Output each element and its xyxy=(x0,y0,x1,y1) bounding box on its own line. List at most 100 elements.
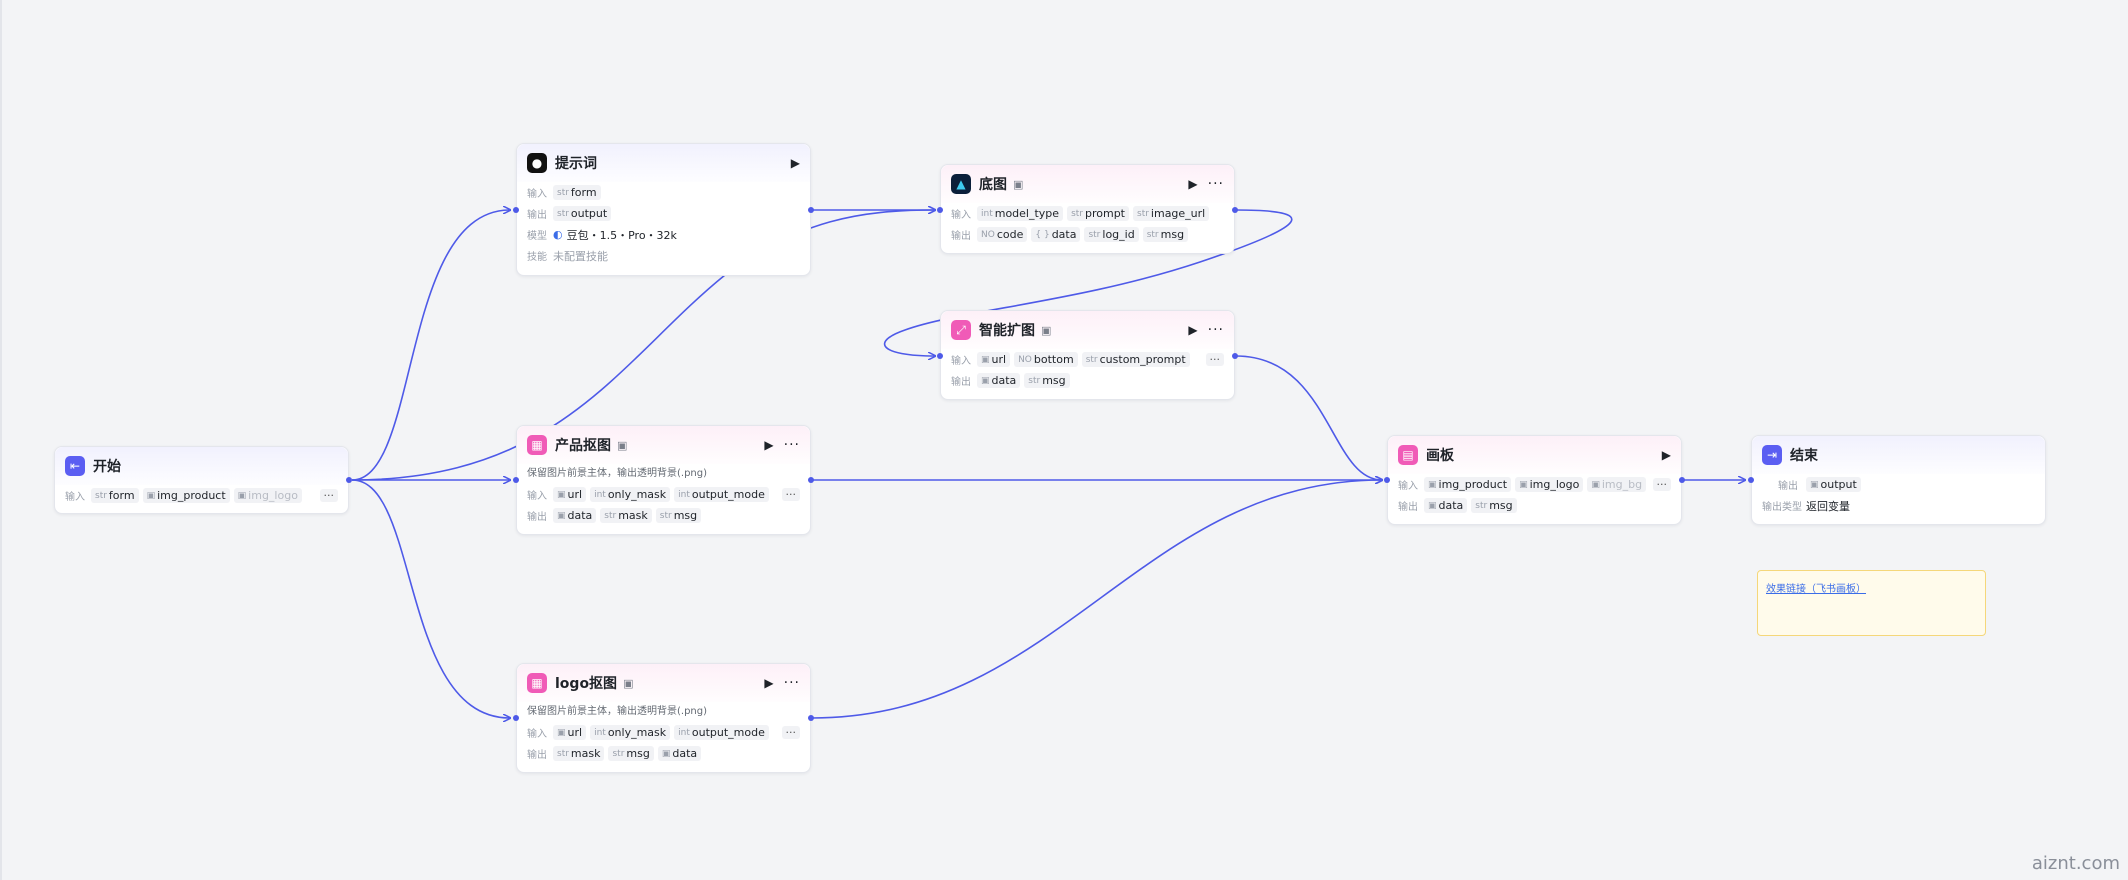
cutout-icon: ▦ xyxy=(527,435,547,455)
image-type-icon: ▣ xyxy=(661,748,671,759)
var-name: msg xyxy=(626,747,650,760)
base-input-handle[interactable] xyxy=(937,207,943,213)
canvas-node-header[interactable]: ▤ 画板 ▶ xyxy=(1388,436,1681,474)
run-node-button[interactable]: ▶ xyxy=(1188,177,1198,191)
image-type-icon: ▣ xyxy=(1428,479,1437,490)
end-title: 结束 xyxy=(1790,448,1818,464)
type-tag: int xyxy=(678,727,690,738)
input-label: 输入 xyxy=(1398,481,1418,492)
base-title: 底图 xyxy=(979,177,1007,193)
type-tag: str xyxy=(557,187,569,198)
var-name: url xyxy=(991,353,1007,366)
type-tag: str xyxy=(1475,500,1488,511)
output-chip: ▣data xyxy=(553,508,597,523)
var-name: msg xyxy=(1042,374,1066,387)
type-tag: int xyxy=(594,489,606,500)
expand-node-header[interactable]: ⤢ 智能扩图 ▣ ▶ ··· xyxy=(941,311,1234,349)
skill-value: 未配置技能 xyxy=(553,249,608,263)
run-node-button[interactable]: ▶ xyxy=(1661,448,1671,462)
output-label: 输出 xyxy=(951,231,971,242)
plugin-icon: ▣ xyxy=(617,438,628,452)
product-title: 产品抠图 xyxy=(555,438,611,454)
run-node-button[interactable]: ▶ xyxy=(790,156,800,170)
note-card[interactable]: 效果链接（飞书画板） xyxy=(1757,570,1986,636)
var-name: log_id xyxy=(1102,228,1135,241)
more-params-button[interactable]: ··· xyxy=(1205,353,1224,366)
output-chip: ▣data xyxy=(1424,498,1468,513)
node-more-button[interactable]: ··· xyxy=(1207,322,1224,338)
image-type-icon: ▣ xyxy=(1810,479,1819,490)
logo-output-handle[interactable] xyxy=(808,715,814,721)
canvas-output-handle[interactable] xyxy=(1679,477,1685,483)
prompt-input-handle[interactable] xyxy=(513,207,519,213)
output-label: 输出 xyxy=(951,377,971,388)
expand-input-handle[interactable] xyxy=(937,353,943,359)
doubao-icon: ● xyxy=(527,153,547,173)
expand-title: 智能扩图 xyxy=(979,323,1035,339)
run-node-button[interactable]: ▶ xyxy=(1188,323,1198,337)
type-tag: str xyxy=(659,510,672,521)
canvas-input-handle[interactable] xyxy=(1384,477,1390,483)
start-icon: ⇤ xyxy=(65,456,85,476)
effect-link[interactable]: 效果链接（飞书画板） xyxy=(1766,584,1866,595)
canvas-board-node[interactable]: ▤ 画板 ▶ 输入 ▣img_product ▣img_logo ▣img_bg… xyxy=(1387,435,1682,525)
type-tag: str xyxy=(1146,229,1159,240)
plugin-icon: ▣ xyxy=(623,676,634,690)
end-node-header[interactable]: ⇥ 结束 xyxy=(1752,436,2045,474)
node-more-button[interactable]: ··· xyxy=(783,437,800,453)
more-params-button[interactable]: ··· xyxy=(781,726,800,739)
product-input-handle[interactable] xyxy=(513,477,519,483)
more-params-button[interactable]: ··· xyxy=(781,488,800,501)
type-tag: str xyxy=(612,748,625,759)
node-more-button[interactable]: ··· xyxy=(783,675,800,691)
image-type-icon: ▣ xyxy=(146,490,156,501)
input-chip: ▣url xyxy=(553,725,587,740)
product-cutout-node[interactable]: ▦ 产品抠图 ▣ ▶ ··· 保留图片前景主体，输出透明背景(.png) 输入 … xyxy=(516,425,811,535)
logo-node-header[interactable]: ▦ logo抠图 ▣ ▶ ··· xyxy=(517,664,810,702)
more-params-button[interactable]: ··· xyxy=(1652,478,1671,491)
input-chip: ▣img_bg xyxy=(1587,477,1647,492)
var-name: data xyxy=(1438,499,1464,512)
prompt-title: 提示词 xyxy=(555,156,597,172)
node-more-button[interactable]: ··· xyxy=(1207,176,1224,192)
base-node-header[interactable]: ▲ 底图 ▣ ▶ ··· xyxy=(941,165,1234,203)
prompt-model-row: 模型 ◐ 豆包・1.5・Pro・32k xyxy=(517,224,810,245)
var-name: mask xyxy=(618,509,648,522)
edge-start-logo xyxy=(351,479,510,718)
start-output-handle[interactable] xyxy=(346,477,352,483)
end-input-handle[interactable] xyxy=(1748,477,1754,483)
var-name: code xyxy=(996,228,1024,241)
product-output-handle[interactable] xyxy=(808,477,814,483)
input-chip: ▣url xyxy=(977,352,1011,367)
more-params-button[interactable]: ··· xyxy=(319,489,338,502)
prompt-node-header[interactable]: ● 提示词 ▶ xyxy=(517,144,810,182)
logo-input-handle[interactable] xyxy=(513,715,519,721)
prompt-output-handle[interactable] xyxy=(808,207,814,213)
type-tag: str xyxy=(557,748,569,759)
run-node-button[interactable]: ▶ xyxy=(764,676,774,690)
product-node-header[interactable]: ▦ 产品抠图 ▣ ▶ ··· xyxy=(517,426,810,464)
expand-output-handle[interactable] xyxy=(1232,353,1238,359)
logo-cutout-node[interactable]: ▦ logo抠图 ▣ ▶ ··· 保留图片前景主体，输出透明背景(.png) 输… xyxy=(516,663,811,773)
end-node[interactable]: ⇥ 结束 输出 ▣output 输出类型 返回变量 xyxy=(1751,435,2046,525)
base-output-handle[interactable] xyxy=(1232,207,1238,213)
run-node-button[interactable]: ▶ xyxy=(764,438,774,452)
output-label: 输出 xyxy=(527,210,547,221)
model-brand-icon: ▲ xyxy=(951,174,971,194)
start-node-header[interactable]: ⇤ 开始 xyxy=(55,447,348,485)
type-tag: str xyxy=(1137,208,1149,219)
cutout-icon: ▦ xyxy=(527,673,547,693)
input-label: 输入 xyxy=(527,729,547,740)
